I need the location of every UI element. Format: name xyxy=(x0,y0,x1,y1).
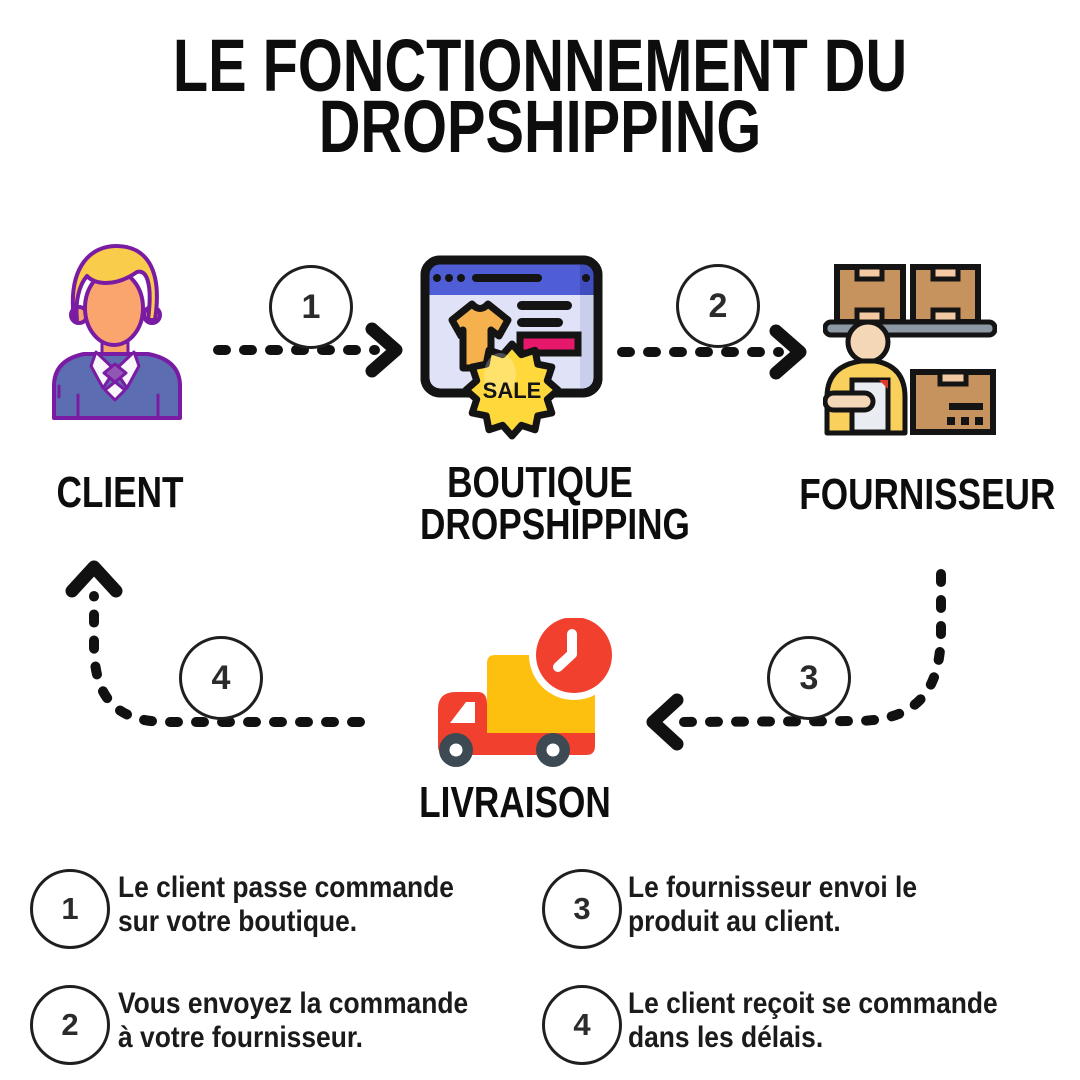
shop-browser-sale-icon: SALE xyxy=(420,255,605,443)
arrow-2-head xyxy=(769,324,807,380)
page-title-line2: DROPSHIPPING xyxy=(318,84,762,168)
legend-circle-2: 2 xyxy=(30,985,110,1065)
label-boutique: BOUTIQUE DROPSHIPPING xyxy=(420,458,690,549)
legend-text-3: Le fournisseur envoi le produit au clien… xyxy=(628,871,918,938)
sale-badge-star xyxy=(462,340,562,440)
legend-number-3: 3 xyxy=(573,891,591,926)
label-livraison: LIVRAISON xyxy=(419,778,611,827)
flow-step-number-3: 3 xyxy=(799,658,819,697)
flow-step-circle-2: 2 xyxy=(676,264,760,348)
legend-circle-4: 4 xyxy=(542,985,622,1065)
flow-step-circle-4: 4 xyxy=(179,636,263,720)
page-title-line1: LE FONCTIONNEMENT DU xyxy=(172,24,908,107)
legend-text-1: Le client passe commande sur votre bouti… xyxy=(118,871,454,938)
customer-person-icon xyxy=(52,240,185,420)
legend-number-2: 2 xyxy=(61,1007,79,1042)
delivery-truck-clock-icon xyxy=(430,610,619,775)
legend-text-2: Vous envoyez la commande à votre fournis… xyxy=(118,987,469,1054)
legend-text-4: Le client reçoit se commande dans les dé… xyxy=(628,987,998,1054)
arrow-1-head xyxy=(365,322,403,378)
label-fournisseur: FOURNISSEUR xyxy=(799,470,1056,519)
flow-step-number-1: 1 xyxy=(301,287,321,326)
warehouse-supplier-icon xyxy=(822,263,998,437)
legend-circle-3: 3 xyxy=(542,869,622,949)
arrow-3-head xyxy=(646,693,684,751)
arrow-4-head xyxy=(65,560,123,598)
flow-step-number-2: 2 xyxy=(708,286,728,325)
flow-step-circle-1: 1 xyxy=(269,265,353,349)
legend-circle-1: 1 xyxy=(30,869,110,949)
flow-step-circle-3: 3 xyxy=(767,636,851,720)
sale-badge-label: SALE xyxy=(483,378,542,403)
label-client: CLIENT xyxy=(56,468,184,517)
flow-step-number-4: 4 xyxy=(211,658,231,697)
legend-number-1: 1 xyxy=(61,891,79,926)
page-title: LE FONCTIONNEMENT DU DROPSHIPPING xyxy=(119,24,961,168)
legend-number-4: 4 xyxy=(573,1007,591,1042)
